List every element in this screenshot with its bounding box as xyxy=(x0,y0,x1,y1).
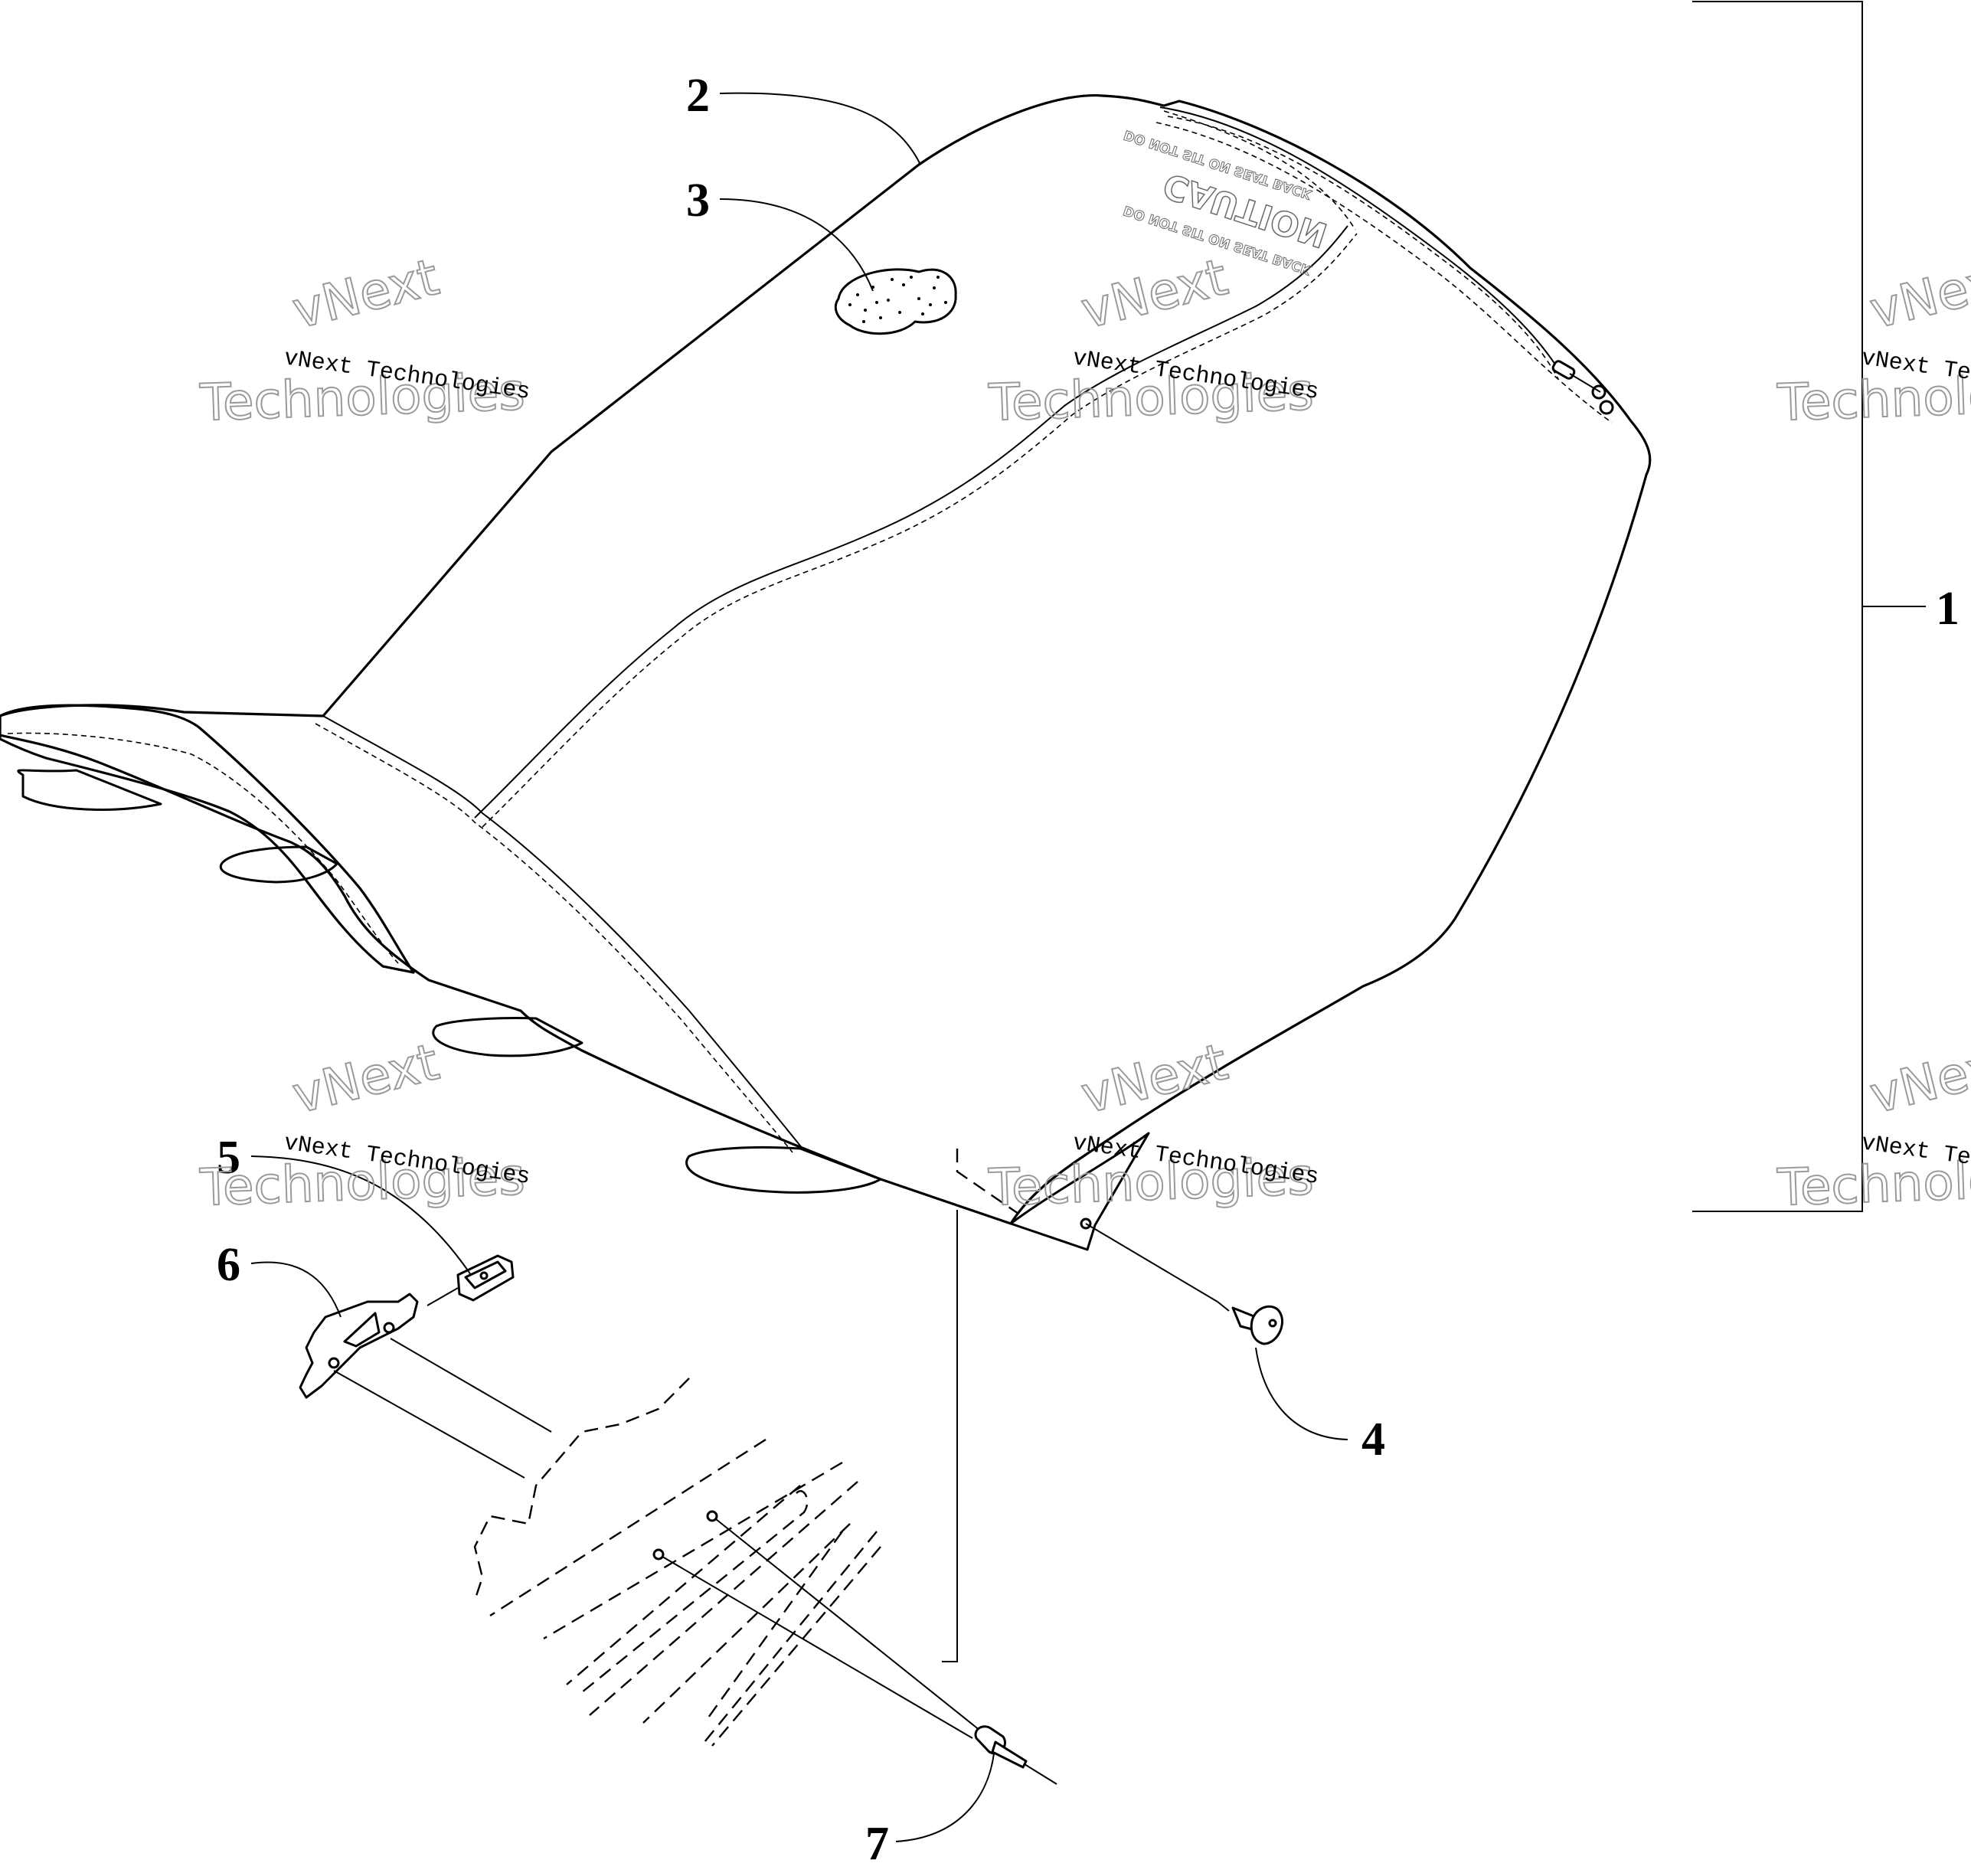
watermark: vNext Technologies vNext Technologies xyxy=(986,247,1320,433)
watermark-line2: Technologies xyxy=(1776,362,1971,433)
rivet-icon xyxy=(652,1510,1057,1785)
zipper xyxy=(1159,106,1563,376)
watermark-line2: Technologies xyxy=(198,1147,525,1217)
seat-rear-flap xyxy=(0,704,415,974)
callout-3: 3 xyxy=(686,175,710,227)
callout-labels: 1 2 3 4 5 6 7 xyxy=(217,70,1960,1870)
seat-seam-side xyxy=(474,225,1348,819)
reference-lines xyxy=(473,1132,1218,1747)
watermark-line2: Technologies xyxy=(987,1147,1314,1217)
watermark-line1: vNext xyxy=(1865,247,1971,340)
assembly-bracket xyxy=(1692,1,1926,1212)
mounting-tab xyxy=(432,1016,583,1057)
foam-patch xyxy=(834,268,957,335)
rear-flap-stitch xyxy=(7,732,399,964)
speed-nut-icon xyxy=(456,1254,515,1302)
seat-cover xyxy=(0,93,1652,1225)
foam-texture xyxy=(848,276,947,323)
mounting-plate-icon xyxy=(299,1287,552,1479)
zipper-pull-icon xyxy=(1551,360,1614,415)
watermark-line1: vNext xyxy=(287,247,445,340)
zipper-stitch xyxy=(1155,122,1613,423)
seat-seam-front-stitch xyxy=(315,723,793,1153)
mounting-tab xyxy=(685,1146,882,1194)
mounting-tab xyxy=(17,769,162,811)
mounting-tab xyxy=(219,845,338,884)
watermark: vNext Technologies vNext Technologies xyxy=(198,247,531,433)
watermark-line1: vNext xyxy=(1076,247,1234,340)
callout-5: 5 xyxy=(217,1132,240,1184)
watermark-line2: Technologies xyxy=(1776,1147,1971,1217)
callout-6: 6 xyxy=(217,1239,240,1291)
watermark-line1: vNext xyxy=(1865,1032,1971,1125)
seat-top-stitch xyxy=(1163,110,1356,230)
watermark-line2: Technologies xyxy=(987,362,1314,433)
watermark-line1: vNext xyxy=(1076,1032,1234,1125)
watermark: vNext Technologies vNext Technologies xyxy=(1775,1031,1971,1218)
watermark: vNext Technologies vNext Technologies xyxy=(1775,247,1971,433)
callout-7: 7 xyxy=(865,1818,889,1870)
watermark-line1: vNext xyxy=(287,1032,445,1125)
seat-assembly: CAUTION DO NOT SIT ON SEAT BACK DO NOT S… xyxy=(0,93,1652,1251)
leader-lines xyxy=(250,92,1348,1842)
callout-1: 1 xyxy=(1936,583,1960,635)
seat-seam-front xyxy=(322,715,803,1149)
watermark-line2: Technologies xyxy=(198,362,525,433)
callout-2: 2 xyxy=(686,70,710,122)
callout-4: 4 xyxy=(1361,1414,1385,1466)
screw-icon xyxy=(1217,1301,1283,1345)
